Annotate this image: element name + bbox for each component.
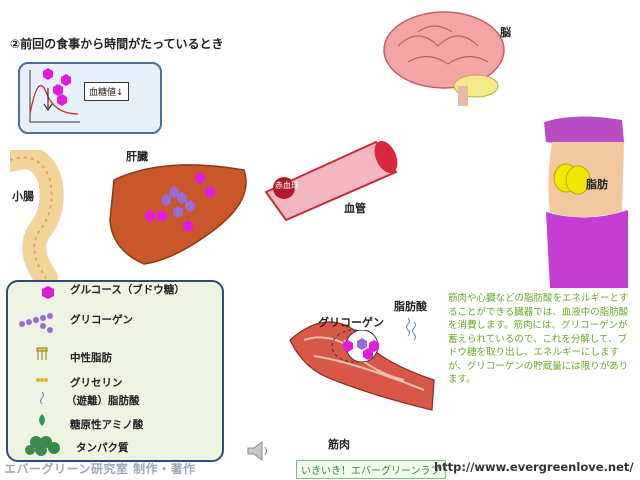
legend-item: グリコーゲン [70,314,133,326]
small-intestine-label: 小腸 [12,190,34,203]
small-intestine-illustration [10,150,64,280]
legend-item: グリセリン [70,377,123,389]
muscle-glycogen-icons [343,330,379,362]
liver-label: 肝臓 [126,150,148,163]
muscle-label: 筋肉 [328,438,350,451]
neutral-fat-icon [36,347,48,360]
brain-illustration [383,11,505,106]
explanation-note: 筋肉や心臓などの脂肪酸をエネルギーとすることができる臓器では、血液中の脂肪酸を消… [448,293,629,385]
blood-sugar-label: 血糖値↓ [84,82,129,101]
brain-label: 脳 [500,26,511,39]
legend-panel [6,280,224,462]
page-title: ②前回の食事から時間がたっているとき [10,37,224,51]
fatty-acid-icon [406,317,416,341]
fatty-acid-label: 脂肪酸 [394,300,427,313]
footer-credit: エバーグリーン研究室 制作・著作 [4,462,196,476]
fat-label: 脂肪 [586,178,608,191]
protein-icon [25,436,60,456]
blood-vessel-illustration [264,140,398,222]
legend-item: （遊離）脂肪酸 [66,395,140,407]
footer-brand[interactable]: いきいき！エバーグリーンラブ [296,460,446,479]
glycogen-label: グリコーゲン [318,316,384,329]
liver-illustration [109,164,247,265]
blood-vessel-label: 血管 [344,202,366,215]
footer-url-link[interactable]: http://www.evergreenlove.net/ [434,460,634,474]
blood-sugar-graph [29,68,80,123]
blood-cell-label: 赤血球 [275,181,299,190]
legend-item: 糖原性アミノ酸 [70,419,144,431]
glycerin-icon [36,378,48,382]
legend-item: タンパク質 [76,442,129,454]
glucogenic-amino-acid-icon [39,414,45,426]
free-fatty-acid-icon [40,391,44,405]
legend-item: グルコース（ブドウ糖） [70,284,185,296]
legend-item: 中性脂肪 [70,352,112,364]
legend-icons [19,286,60,456]
speaker-icon[interactable] [246,440,272,462]
body-fat-illustration [544,116,628,288]
glycogen-icon [19,313,53,333]
glucose-icon [42,286,54,299]
